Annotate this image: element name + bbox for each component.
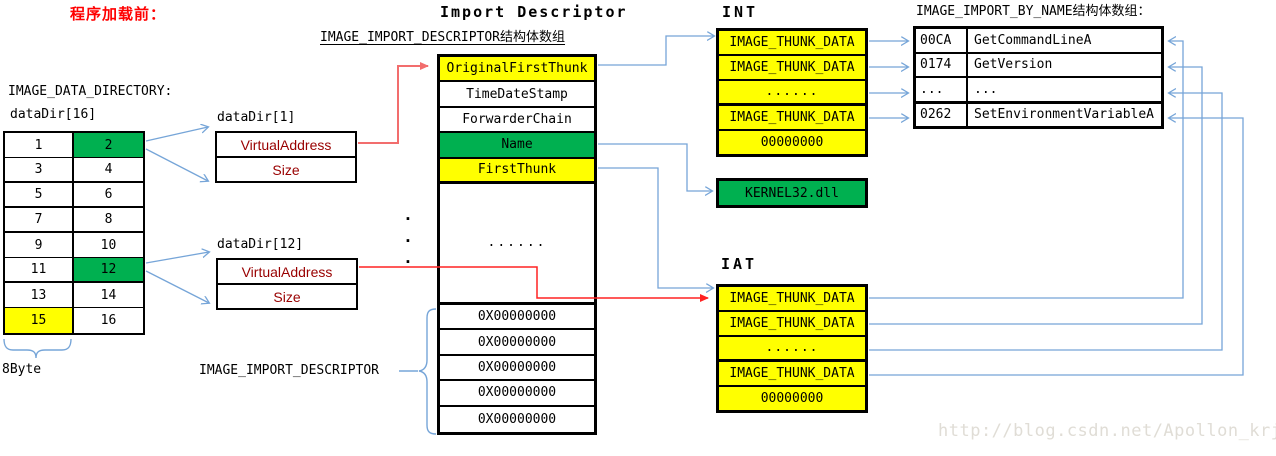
data-directory-cell: 2 bbox=[74, 133, 143, 158]
data-directory-cell: 12 bbox=[74, 258, 143, 283]
null-descriptor-row: 0X00000000 bbox=[477, 411, 557, 427]
import-by-name-row: 00CA GetCommandLineA bbox=[916, 29, 1161, 54]
int-thunk-row: IMAGE_THUNK_DATA bbox=[719, 31, 865, 56]
int-thunk-row: ...... bbox=[719, 81, 865, 107]
data-directory-cell: 6 bbox=[74, 183, 143, 208]
iat-title: IAT bbox=[721, 255, 758, 273]
arrow-iat-row4-to-byname bbox=[869, 118, 1244, 376]
import-by-name-title: IMAGE_IMPORT_BY_NAME结构体数组： bbox=[916, 4, 1151, 19]
function-name: GetCommandLineA bbox=[974, 32, 1092, 48]
dll-name-box: KERNEL32.dll bbox=[716, 178, 868, 208]
data-directory-cell: 1 bbox=[5, 133, 74, 158]
import-by-name-row: 0174 GetVersion bbox=[916, 53, 1161, 78]
data-directory-cell: 3 bbox=[5, 158, 74, 183]
data-directory-cell: 4 bbox=[74, 158, 143, 183]
datadir-field: VirtualAddress bbox=[217, 133, 355, 158]
data-directory-cell: 7 bbox=[5, 208, 74, 233]
int-thunk-row: 00000000 bbox=[760, 135, 824, 151]
null-descriptor-row: 0X00000000 bbox=[440, 356, 594, 382]
hint-ordinal: 0262 bbox=[916, 103, 968, 126]
datadir-field: VirtualAddress bbox=[218, 260, 356, 285]
data-directory-cell: 5 bbox=[5, 183, 74, 208]
data-directory-cell: 11 bbox=[5, 258, 74, 283]
watermark: http://blog.csdn.net/Apollon_krj bbox=[938, 421, 1276, 441]
datadir-field: Size bbox=[273, 288, 301, 305]
arrow-originalfirstthunk-to-int bbox=[598, 36, 714, 66]
function-name: GetVersion bbox=[974, 57, 1053, 73]
iat-thunk-row: IMAGE_THUNK_DATA bbox=[719, 362, 865, 388]
datadir-field: Size bbox=[272, 161, 300, 178]
function-name: SetEnvironmentVariableA bbox=[974, 107, 1155, 123]
arrow-cell2-to-datadir1-top bbox=[145, 127, 208, 142]
data-directory-array-label: dataDir[16] bbox=[10, 107, 97, 122]
iat-thunk-row: IMAGE_THUNK_DATA bbox=[719, 287, 865, 312]
data-directory-cell: 9 bbox=[5, 233, 74, 258]
descriptor-array-ellipsis: ...... bbox=[440, 184, 594, 305]
int-title: INT bbox=[722, 3, 759, 21]
null-descriptor-row: 0X00000000 bbox=[440, 305, 594, 331]
null-descriptor-row: 0X00000000 bbox=[440, 330, 594, 356]
null-descriptor-row: 0X00000000 bbox=[440, 381, 594, 407]
brace-8byte bbox=[3, 338, 72, 359]
data-directory-cell: 13 bbox=[5, 283, 74, 308]
import-by-name-row: 0262 SetEnvironmentVariableA bbox=[916, 103, 1161, 126]
data-directory-heading: IMAGE_DATA_DIRECTORY: bbox=[8, 84, 173, 99]
arrow-name-to-dll bbox=[598, 143, 712, 191]
data-directory-cell: 16 bbox=[100, 313, 117, 328]
import-descriptor-field: OriginalFirstThunk bbox=[440, 57, 594, 83]
hint-ordinal: ... bbox=[916, 78, 968, 101]
dot: . bbox=[403, 248, 413, 267]
arrow-firstthunk-to-iat bbox=[598, 167, 713, 288]
dot: . bbox=[403, 205, 413, 224]
arrow-cell12-to-datadir12-top bbox=[145, 252, 209, 264]
data-directory-cell: 15 bbox=[5, 308, 74, 333]
import-descriptor-array-label: IMAGE_IMPORT_DESCRIPTOR结构体数组 bbox=[320, 30, 566, 45]
data-directory-cell: 10 bbox=[74, 233, 143, 258]
import-descriptor-struct-label: IMAGE_IMPORT_DESCRIPTOR bbox=[199, 363, 380, 378]
dot: . bbox=[403, 226, 413, 246]
data-directory-table: 1 2 3 4 5 6 7 8 9 10 11 12 13 14 15 bbox=[3, 131, 145, 335]
int-thunk-row: IMAGE_THUNK_DATA bbox=[719, 106, 865, 132]
arrow-cell2-to-datadir1-bottom bbox=[145, 148, 208, 181]
arrow-datadir1-va-to-originalfirstthunk bbox=[358, 62, 429, 144]
iat-thunk-row: 00000000 bbox=[760, 391, 824, 407]
import-descriptor-field: ForwarderChain bbox=[440, 108, 594, 134]
data-directory-cell: 14 bbox=[74, 283, 143, 308]
arrow-iat-row3-to-byname bbox=[869, 93, 1223, 351]
import-by-name-table: 00CA GetCommandLineA 0174 GetVersion ...… bbox=[913, 26, 1164, 129]
import-descriptor-field: Name bbox=[440, 133, 594, 159]
data-directory-cell: 8 bbox=[74, 208, 143, 233]
hint-ordinal: 00CA bbox=[916, 29, 968, 52]
iat-thunk-row: IMAGE_THUNK_DATA bbox=[719, 312, 865, 337]
datadir12-table: VirtualAddress Size bbox=[216, 258, 358, 310]
import-descriptor-field: TimeDateStamp bbox=[440, 82, 594, 108]
iat-thunk-row: ...... bbox=[719, 337, 865, 363]
byte-size-label: 8Byte bbox=[2, 362, 42, 377]
stage-label: 程序加载前： bbox=[70, 6, 167, 23]
function-name: ... bbox=[974, 81, 998, 97]
import-by-name-row: ... ... bbox=[916, 78, 1161, 104]
import-descriptor-field: FirstThunk bbox=[440, 158, 594, 184]
brace-import-descriptor bbox=[418, 308, 437, 435]
continuation-dots: ... bbox=[403, 205, 413, 267]
iat-table: IMAGE_THUNK_DATA IMAGE_THUNK_DATA ......… bbox=[716, 284, 868, 413]
datadir1-table: VirtualAddress Size bbox=[215, 131, 357, 183]
datadir12-label: dataDir[12] bbox=[217, 237, 304, 252]
int-thunk-row: IMAGE_THUNK_DATA bbox=[719, 56, 865, 81]
int-table: IMAGE_THUNK_DATA IMAGE_THUNK_DATA ......… bbox=[716, 28, 868, 157]
arrow-cell12-to-datadir12-bottom bbox=[145, 270, 209, 303]
import-descriptor-table: OriginalFirstThunk TimeDateStamp Forward… bbox=[437, 54, 597, 435]
import-descriptor-title: Import Descriptor bbox=[440, 3, 628, 21]
hint-ordinal: 0174 bbox=[916, 53, 968, 76]
datadir1-label: dataDir[1] bbox=[217, 110, 296, 125]
